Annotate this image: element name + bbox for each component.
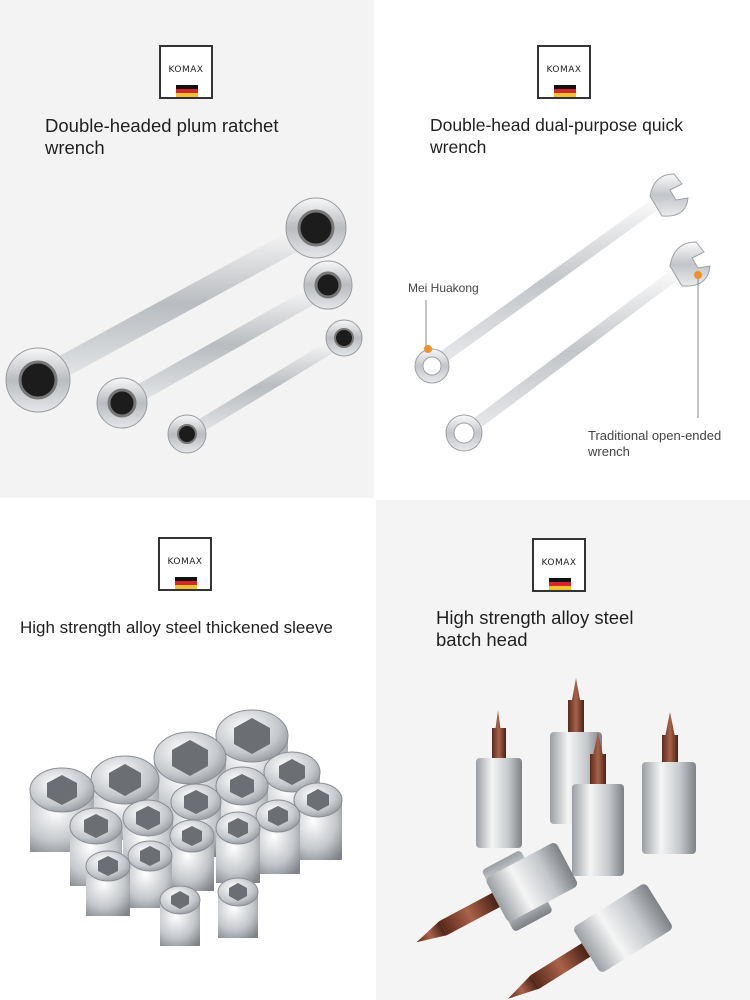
callout-marker	[424, 345, 432, 353]
brand-name: KOMAX	[541, 558, 577, 568]
bit-socket-upright-1	[476, 710, 522, 848]
german-flag-icon	[175, 577, 197, 589]
brand-name: KOMAX	[168, 65, 204, 75]
bit-socket-upright-4	[572, 732, 624, 876]
brand-logo: KOMAX	[158, 537, 212, 591]
bit-socket-lying-1	[416, 843, 578, 943]
panel-title: High strength alloy steel batch head	[436, 607, 634, 650]
ratchet-wrench-illustration	[5, 197, 363, 454]
brand-logo: KOMAX	[537, 45, 591, 99]
brand-name: KOMAX	[546, 65, 582, 75]
bit-socket-illustration	[416, 678, 696, 999]
bit-socket-upright-3	[642, 712, 696, 854]
medium-ratchet-wrench	[96, 260, 353, 429]
sockets-group	[29, 709, 343, 946]
brand-name: KOMAX	[167, 557, 203, 567]
panel-combination-wrench: KOMAX Double-head dual-purpose quick wre…	[376, 0, 750, 498]
german-flag-icon	[176, 85, 198, 97]
socket-set-illustration	[29, 709, 343, 946]
panel-socket-sleeve: KOMAX High strength alloy steel thickene…	[0, 500, 374, 1000]
german-flag-icon	[554, 85, 576, 97]
combination-wrench-2	[445, 241, 711, 452]
panel-title: Double-head dual-purpose quick wrench	[430, 115, 683, 157]
brand-logo: KOMAX	[159, 45, 213, 99]
large-ratchet-wrench	[5, 197, 347, 413]
panel-title: High strength alloy steel thickened slee…	[20, 618, 333, 637]
panel-title: Double-headed plum ratchet wrench	[45, 115, 279, 158]
brand-logo: KOMAX	[532, 538, 586, 592]
panel-bit-socket: KOMAX High strength alloy steel batch he…	[376, 500, 750, 1000]
small-ratchet-wrench	[167, 319, 363, 454]
callout-mei-huakong: Mei Huakong	[408, 281, 479, 295]
callout-open-ended: Traditional open-ended wrench	[588, 428, 722, 459]
combination-wrench-1	[414, 173, 689, 384]
combination-wrench-illustration	[414, 173, 711, 452]
panel-ratchet-wrench: KOMAX Double-headed plum ratchet wrench	[0, 0, 374, 498]
callout-marker	[694, 271, 702, 279]
german-flag-icon	[549, 578, 571, 590]
bit-socket-lying-2	[507, 884, 672, 999]
